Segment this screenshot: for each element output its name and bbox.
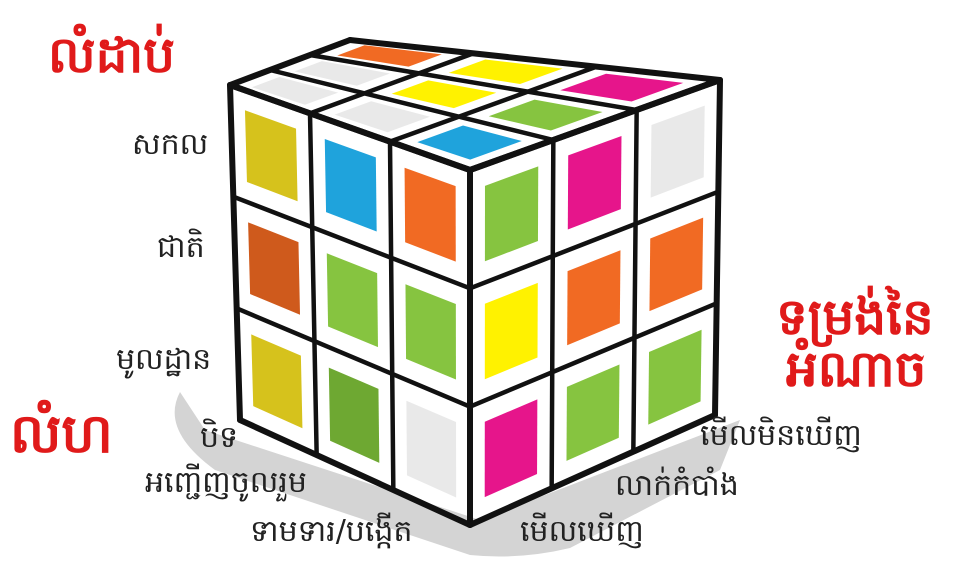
right-face-line-u3 <box>715 80 720 415</box>
left-axis-label-local: មូលដ្ឋាន <box>116 340 211 384</box>
left-title: លំដាប់ <box>48 24 175 97</box>
cube-right-face <box>485 106 705 498</box>
right-face-line-u1 <box>552 140 554 488</box>
space-label-claimed: ទាមទារ/បង្កើត <box>250 512 412 556</box>
right-face-tile-1-1 <box>567 250 620 345</box>
left-axis-label-national: ជាតិ <box>157 228 205 272</box>
left-face-tile-0-0 <box>245 110 298 201</box>
form-label-invisible: មើលមិនឃើញ <box>700 416 862 460</box>
right-face-line-u2 <box>633 110 636 452</box>
space-label-invited: អញ្ជើញចូលរួម <box>145 463 307 507</box>
left-face-tile-2-1 <box>329 368 379 463</box>
left-face-tile-1-2 <box>405 284 455 379</box>
left-axis-label-global: សកល <box>132 125 208 169</box>
top-face-tile-2-0 <box>252 77 338 105</box>
right-face-tile-0-1 <box>568 136 622 230</box>
left-face-tile-2-0 <box>251 334 302 428</box>
left-face-line-u2 <box>390 142 393 490</box>
form-label-hidden: លាក់កំបាំង <box>615 466 739 510</box>
right-face-tile-2-1 <box>566 365 619 461</box>
left-face-line-u0 <box>230 85 240 420</box>
form-label-visible: មើលឃើញ <box>520 512 644 556</box>
left-face-tile-1-0 <box>248 222 300 314</box>
right-face-tile-0-0 <box>485 166 538 261</box>
left-face-tile-0-1 <box>325 139 377 231</box>
left-face-tile-2-2 <box>406 401 456 498</box>
right-face-tile-1-2 <box>649 218 703 312</box>
right-title-line2: អំណាច <box>786 338 926 411</box>
right-face-tile-0-2 <box>651 106 705 198</box>
cube-grid-lines <box>230 40 720 525</box>
right-face-tile-1-0 <box>485 283 538 379</box>
bottom-left-title: លំហ <box>10 400 113 479</box>
left-face-line-u1 <box>310 113 317 455</box>
right-face-tile-2-2 <box>648 330 701 425</box>
space-label-closed: បិទ <box>200 418 238 462</box>
right-face-tile-2-0 <box>485 399 538 497</box>
left-face-tile-1-1 <box>327 253 378 347</box>
left-face-tile-0-2 <box>405 168 456 262</box>
